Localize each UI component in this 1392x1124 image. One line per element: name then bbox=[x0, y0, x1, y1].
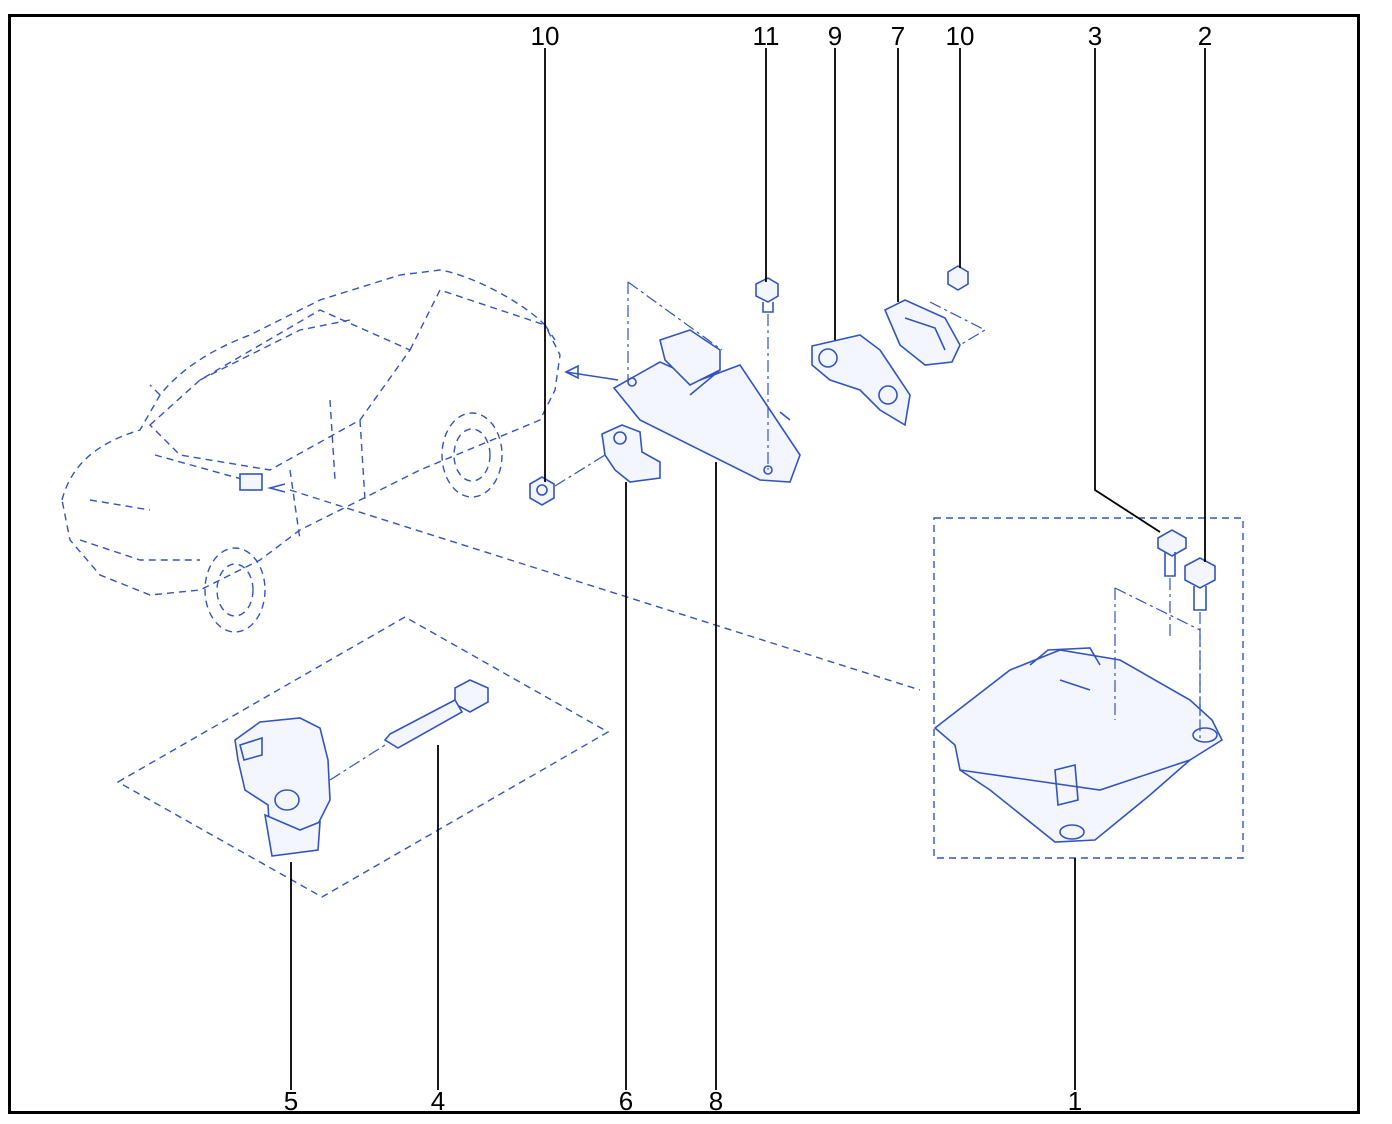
control-unit-part-1 bbox=[933, 587, 1224, 843]
callout-4: 4 bbox=[431, 1086, 445, 1116]
bolt-part-2 bbox=[1184, 557, 1216, 720]
callout-6: 6 bbox=[619, 1086, 633, 1116]
callout-1: 1 bbox=[1068, 1086, 1082, 1116]
location-leader-line bbox=[289, 489, 921, 691]
diagram-frame bbox=[8, 14, 1360, 1114]
bolt-part-3 bbox=[1157, 529, 1187, 640]
detail-box-parts-1-2-3 bbox=[933, 517, 1244, 859]
callout-5: 5 bbox=[284, 1086, 298, 1116]
callout-3: 3 bbox=[1088, 21, 1102, 51]
sensor-part-7 bbox=[883, 299, 987, 366]
callout-7: 7 bbox=[891, 21, 905, 51]
callout-2: 2 bbox=[1198, 21, 1212, 51]
callout-11: 11 bbox=[753, 21, 780, 51]
sensor-part-6 bbox=[554, 424, 661, 487]
vehicle-outline bbox=[61, 269, 561, 633]
callout-10-left: 10 bbox=[531, 21, 560, 51]
leader-lines bbox=[290, 48, 1206, 1090]
callout-10-right: 10 bbox=[946, 21, 975, 51]
callout-9: 9 bbox=[828, 21, 842, 51]
plate-part-9 bbox=[811, 334, 911, 427]
nut-part-10-right bbox=[947, 265, 969, 291]
sensor-part-5 bbox=[234, 717, 386, 857]
bracket-part-8 bbox=[564, 281, 801, 483]
nut-part-10-left bbox=[529, 476, 555, 506]
bolt-part-4 bbox=[383, 679, 489, 749]
bolt-part-11 bbox=[755, 277, 779, 470]
detail-box-parts-4-5 bbox=[116, 616, 610, 898]
sensor-location-marker bbox=[239, 473, 263, 491]
callout-8: 8 bbox=[709, 1086, 723, 1116]
